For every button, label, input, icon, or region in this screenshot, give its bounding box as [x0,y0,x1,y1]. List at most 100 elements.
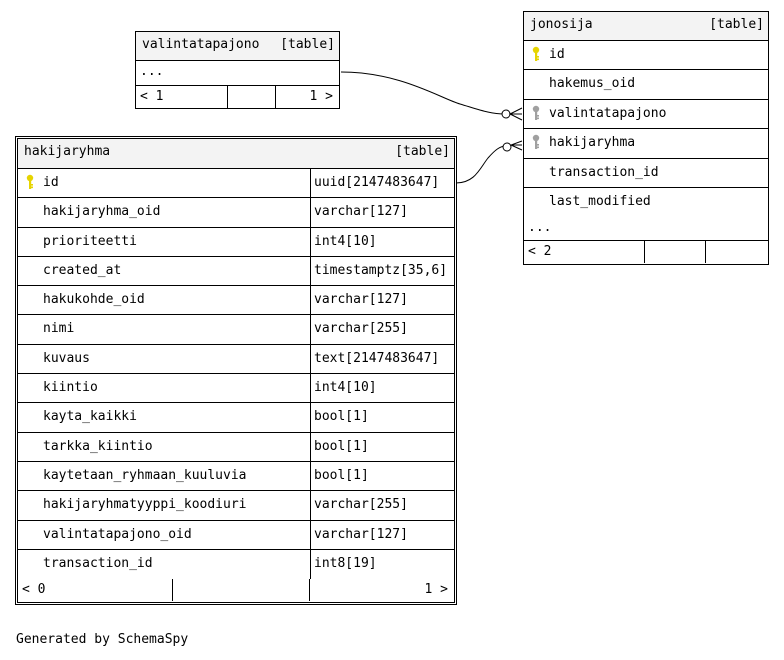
column-type: varchar[127] [314,292,408,308]
column-name: valintatapajono_oid [43,526,192,542]
ellipsis-row: ... [524,217,768,242]
link-endpoint-circle [502,142,512,152]
table-kind: [table] [280,37,335,52]
column-row-hakemus-oid[interactable]: hakemus_oid [524,70,768,100]
column-row-transaction-id[interactable]: transaction_id [524,159,768,188]
column-type: int4[10] [314,380,377,396]
table-hakijaryhma[interactable]: hakijaryhma [table] id uuid[2147483647] ha… [15,136,457,605]
table-header[interactable]: valintatapajono [table] [136,32,339,61]
column-divider [310,432,311,461]
footer-rows [173,579,310,602]
column-row-tarkka-kiintio[interactable]: tarkka_kiintio bool[1] [18,432,454,462]
column-type: timestamptz[35,6] [314,262,448,278]
column-row-id[interactable]: id [524,41,768,71]
column-divider [310,403,311,432]
column-name: last_modified [549,193,651,209]
column-name: nimi [43,321,75,337]
column-divider [310,374,311,403]
column-type: int4[10] [314,233,377,249]
column-row-kuvaus[interactable]: kuvaus text[2147483647] [18,344,454,375]
column-name: kuvaus [43,350,90,366]
footer-parents-count: 1 > [309,89,333,104]
ellipsis: ... [140,64,164,79]
column-row-hakukohde-oid[interactable]: hakukohde_oid varchar[127] [18,286,454,316]
column-row-hakijaryhma[interactable]: hakijaryhma [524,129,768,159]
link-hakijaryhma-to-jonosija [455,145,507,184]
column-name: hakijaryhma [549,135,636,151]
column-name: prioriteetti [43,233,137,249]
link-endpoint-circle [501,109,511,119]
column-row-kaytetaan-ryhmaan-kuuluvia[interactable]: kaytetaan_ryhmaan_kuuluvia bool[1] [18,461,454,492]
column-divider [310,315,311,344]
column-name: transaction_id [549,164,659,180]
column-name: hakukohde_oid [43,292,145,308]
column-name: hakemus_oid [549,76,636,92]
column-name: hakijaryhmatyyppi_koodiuri [43,497,247,513]
foreign-key-icon [530,134,542,150]
table-jonosija[interactable]: jonosija [table] id hakemus_oid valintatap… [523,11,769,265]
link-valintatapajono-to-jonosija [340,71,506,115]
column-type: uuid[2147483647] [314,175,440,190]
column-name: id [43,175,59,190]
table-kind: [table] [709,17,764,32]
column-divider [310,491,311,520]
table-valintatapajono[interactable]: valintatapajono [table] ... < 1 1 > [135,31,340,109]
column-row-kiintio[interactable]: kiintio int4[10] [18,374,454,404]
column-row-id[interactable]: id uuid[2147483647] [18,169,454,199]
column-type: text[2147483647] [314,350,440,366]
column-type: varchar[127] [314,204,408,220]
table-name: jonosija [530,17,593,32]
table-header[interactable]: jonosija [table] [524,12,768,41]
column-row-last-modified[interactable]: last_modified [524,188,768,217]
column-divider [310,286,311,315]
column-row-valintatapajono[interactable]: valintatapajono [524,100,768,130]
generated-by-footer: Generated by SchemaSpy [16,632,189,647]
footer-parents-count: 1 > [424,582,448,598]
column-row-created-at[interactable]: created_at timestamptz[35,6] [18,256,454,287]
table-footer: < 1 1 > [136,86,339,108]
column-name: tarkka_kiintio [43,438,153,454]
footer-children-count: < 0 [18,579,173,602]
column-type: varchar[255] [314,321,408,337]
column-name: valintatapajono [549,105,667,121]
primary-key-icon [24,174,36,190]
column-name: kaytetaan_ryhmaan_kuuluvia [43,467,247,483]
column-divider [310,520,311,549]
crowfoot-icon [509,140,523,151]
column-row-prioriteetti[interactable]: prioriteetti int4[10] [18,227,454,257]
column-divider [310,198,311,227]
table-kind: [table] [395,144,450,159]
column-divider [310,549,311,580]
column-type: varchar[127] [314,526,408,542]
column-type: bool[1] [314,438,369,454]
column-divider [310,461,311,491]
footer-rows [645,241,706,264]
footer-rows [228,86,276,108]
column-divider [310,227,311,256]
column-type: int8[19] [314,555,377,571]
foreign-key-icon [530,105,542,121]
column-divider [310,344,311,374]
column-name: kiintio [43,380,98,396]
column-row-valintatapajono-oid[interactable]: valintatapajono_oid varchar[127] [18,520,454,550]
table-footer: < 0 1 > [18,579,454,602]
column-name: created_at [43,262,122,278]
table-header[interactable]: hakijaryhma [table] [18,139,454,169]
table-footer: < 2 [524,241,768,264]
column-type: varchar[255] [314,497,408,513]
table-name: hakijaryhma [24,144,111,159]
footer-children-count: < 2 [524,241,645,264]
column-divider [310,256,311,286]
crowfoot-icon [508,107,523,121]
table-name: valintatapajono [142,37,260,52]
column-row-hakijaryhmatyyppi-koodiuri[interactable]: hakijaryhmatyyppi_koodiuri varchar[255] [18,491,454,521]
column-name: id [549,47,565,62]
ellipsis-row: ... [136,61,339,86]
column-row-hakijaryhma-oid[interactable]: hakijaryhma_oid varchar[127] [18,198,454,228]
column-type: bool[1] [314,467,369,483]
column-row-nimi[interactable]: nimi varchar[255] [18,315,454,345]
column-name: hakijaryhma_oid [43,204,161,220]
